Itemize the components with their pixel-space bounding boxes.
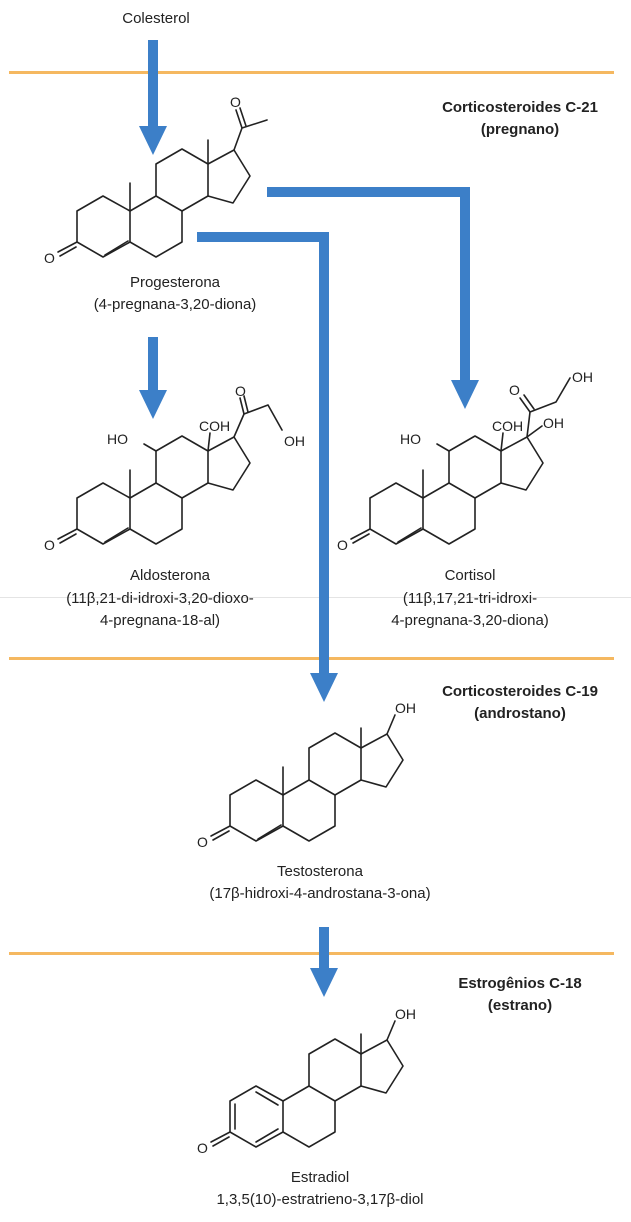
arrow-progesterona-to-testosterona: [197, 232, 338, 702]
atom-hydroxy-21: OH: [284, 433, 305, 449]
atom-hydroxy-21: OH: [572, 369, 593, 385]
section-separator-c18: [9, 952, 614, 955]
atom-aldehyde-18: COH: [199, 418, 230, 434]
atom-oxo-3: O: [44, 250, 55, 266]
compound-name-progesterona: Progesterona: [129, 274, 221, 291]
arrow-colesterol-to-progesterona: [139, 40, 167, 155]
atom-hydroxy-17: OH: [395, 700, 416, 716]
compound-iupac-estradiol: 1,3,5(10)-estratrieno-3,17β-diol: [216, 1191, 424, 1208]
compound-iupac-cortisol-line1: (11β,17,21-tri-idroxi-: [402, 590, 538, 607]
compound-iupac-testosterona: (17β-hidroxi-4-androstana-3-ona): [209, 885, 431, 902]
arrow-progesterona-to-aldosterona: [139, 337, 167, 419]
structure-aldosterona: O HO COH O OH: [44, 383, 305, 553]
atom-oxo-3: O: [337, 537, 348, 553]
atom-hydroxy-17: OH: [543, 415, 564, 431]
compound-iupac-progesterona: (4-pregnana-3,20-diona): [93, 296, 257, 313]
atom-oxo-3: O: [44, 537, 55, 553]
atom-oxo-3: O: [197, 1140, 208, 1156]
atom-group-18: COH: [492, 418, 523, 434]
scan-artifact-line: [0, 597, 631, 598]
arrow-testosterona-to-estradiol: [310, 927, 338, 997]
compound-name-estradiol: Estradiol: [290, 1169, 350, 1186]
atom-oxo-3: O: [197, 834, 208, 850]
atom-hydroxy-11: HO: [107, 431, 128, 447]
start-label-colesterol: Colesterol: [122, 10, 190, 27]
compound-name-testosterona: Testosterona: [277, 863, 363, 880]
arrow-progesterona-to-cortisol: [267, 187, 479, 409]
atom-oxo-20: O: [235, 383, 246, 399]
compound-iupac-cortisol-line2: 4-pregnana-3,20-diona): [391, 612, 549, 629]
atom-oxo-20: O: [230, 94, 241, 110]
section-title-c21: Corticosteroides C-21: [442, 99, 598, 116]
section-separator-c21: [9, 71, 614, 74]
atom-hydroxy-17: OH: [395, 1006, 416, 1022]
compound-iupac-aldosterona-line1: (11β,21-di-idroxi-3,20-dioxo-: [66, 590, 254, 607]
atom-hydroxy-11: HO: [400, 431, 421, 447]
structure-testosterona: O OH: [197, 700, 416, 850]
atom-oxo-20: O: [509, 382, 520, 398]
compound-name-aldosterona: Aldosterona: [129, 567, 211, 584]
section-separator-c19: [9, 657, 614, 660]
structure-estradiol: O OH: [197, 1006, 416, 1156]
section-title-c18: Estrogênios C-18: [458, 975, 582, 992]
compound-name-cortisol: Cortisol: [444, 567, 496, 584]
section-subtitle-c18: (estrano): [487, 997, 553, 1014]
structure-cortisol: O HO COH OH O OH: [337, 369, 593, 553]
section-subtitle-c19: (androstano): [474, 705, 566, 722]
compound-iupac-aldosterona-line2: 4-pregnana-18-al): [99, 612, 221, 629]
section-title-c19: Corticosteroides C-19: [442, 683, 598, 700]
section-subtitle-c21: (pregnano): [480, 121, 560, 138]
structure-progesterona: O O: [44, 94, 268, 266]
